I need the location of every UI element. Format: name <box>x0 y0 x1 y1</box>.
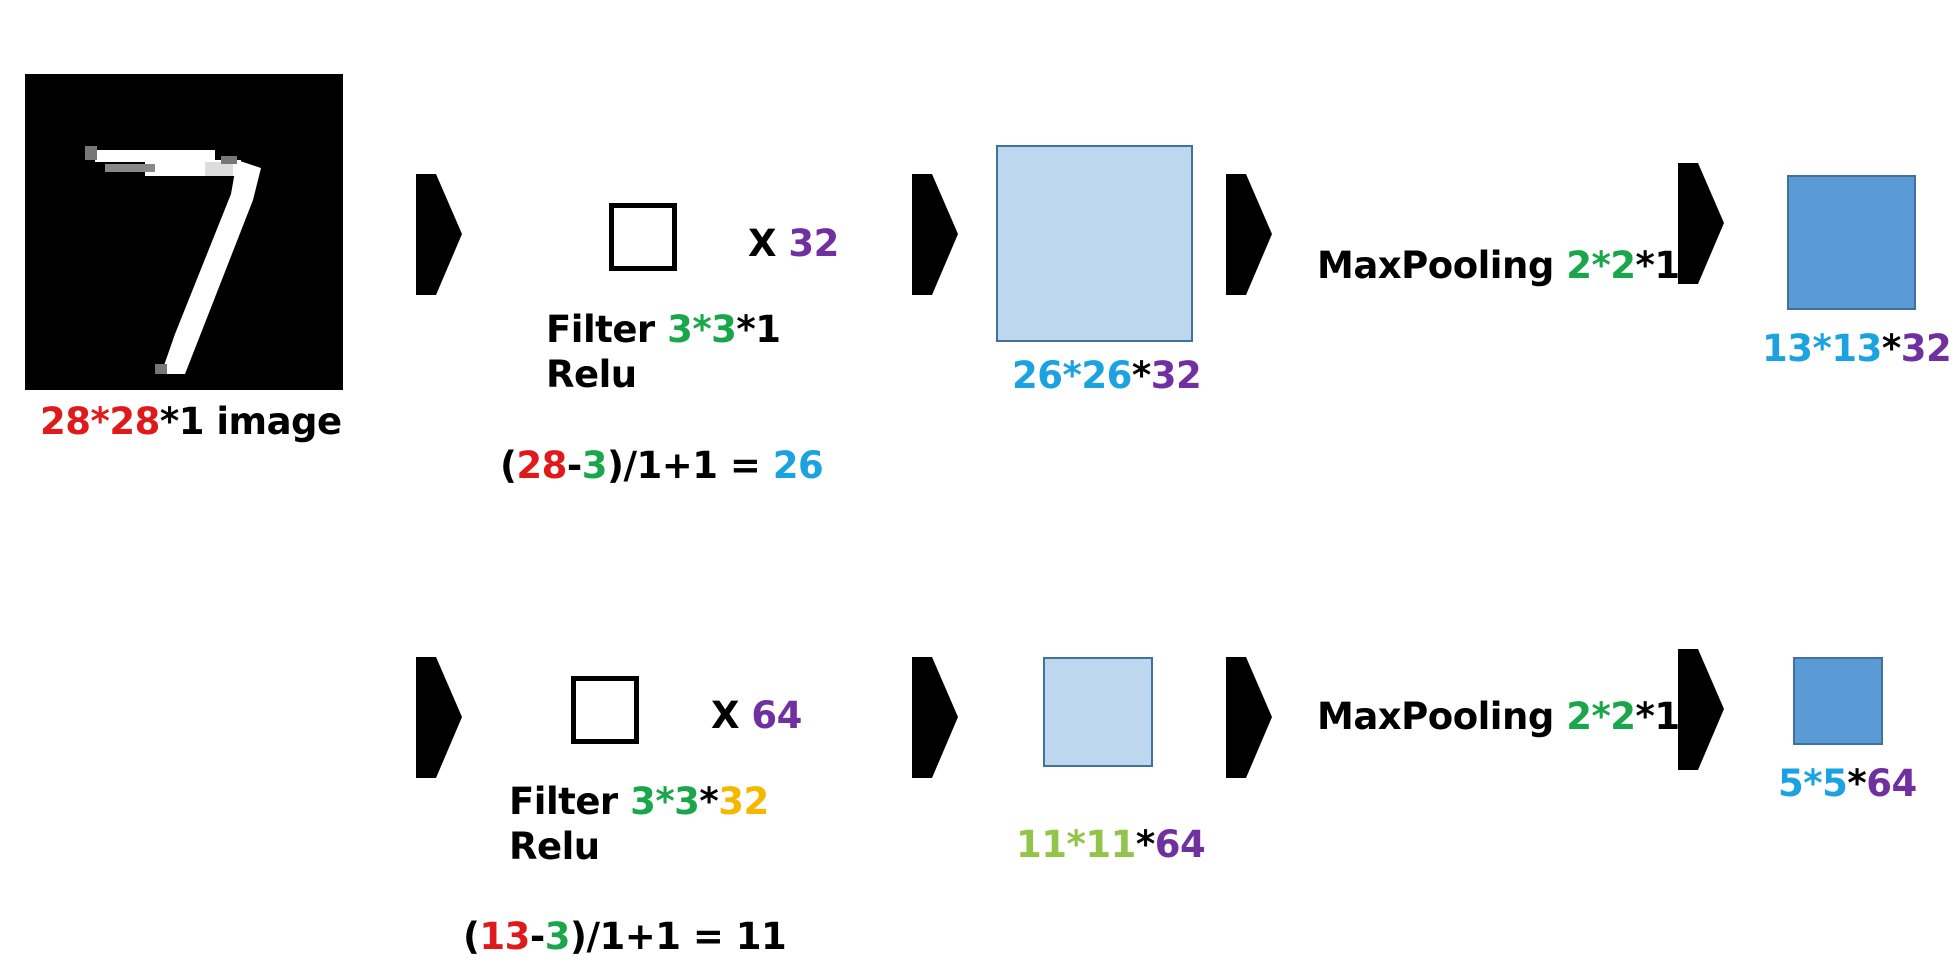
filter-count-x: X <box>748 222 789 265</box>
formula-open: ( <box>500 444 517 487</box>
formula-kernel: 3 <box>581 444 608 487</box>
pool-size-star: * <box>1591 244 1611 287</box>
conv-out-b: 11 <box>1085 823 1136 866</box>
formula-rest: )/1+1 = <box>607 444 773 487</box>
conv-out-star1: * <box>1066 823 1086 866</box>
filter-size-label: Filter 3*3*32 <box>509 783 769 820</box>
pool-word: MaxPooling <box>1317 695 1567 738</box>
pool-output-size: 13*13*32 <box>1762 327 1952 370</box>
conv-feature-map <box>1043 657 1153 767</box>
formula-input: 28 <box>516 444 567 487</box>
pool-output-size: 5*5*64 <box>1778 765 1917 802</box>
conv-feature-map <box>996 145 1193 342</box>
filter-size-a: 3 <box>630 780 656 823</box>
formula-input: 13 <box>479 915 530 958</box>
pool-size-b: 2 <box>1610 244 1636 287</box>
pool-size-b: 2 <box>1610 695 1636 738</box>
pool-out-star1: * <box>1803 762 1823 805</box>
formula-minus: - <box>566 444 582 487</box>
filter-word: Filter <box>546 308 668 351</box>
input-size-rest: *1 image <box>159 400 342 443</box>
formula-minus: - <box>529 915 545 958</box>
filter-count-n: 64 <box>751 694 802 737</box>
pool-out-star2: * <box>1881 327 1901 370</box>
conv-output-size: 11*11*64 <box>1016 823 1206 866</box>
pool-size-a: 2 <box>1566 695 1592 738</box>
input-size-a: 28 <box>40 400 91 443</box>
right-arrow-icon <box>1676 161 1726 286</box>
right-arrow-icon <box>910 655 960 780</box>
pool-word: MaxPooling <box>1317 244 1567 287</box>
formula-kernel: 3 <box>544 915 571 958</box>
activation-label: Relu <box>509 825 600 868</box>
filter-count-n: 32 <box>788 222 839 265</box>
pool-out-star2: * <box>1847 762 1867 805</box>
pool-size-rest: *1 <box>1635 695 1681 738</box>
input-size-star: * <box>90 400 110 443</box>
filter-size-b: 3 <box>711 308 737 351</box>
conv-out-star1: * <box>1062 354 1082 397</box>
conv-out-a: 26 <box>1012 354 1063 397</box>
input-size-b: 28 <box>109 400 160 443</box>
pool-feature-map <box>1793 657 1883 745</box>
filter-square-icon <box>609 203 677 271</box>
right-arrow-icon <box>1224 655 1274 780</box>
input-size-label: 28*28*1 image <box>40 403 342 440</box>
maxpooling-label: MaxPooling 2*2*1 <box>1317 698 1680 735</box>
right-arrow-icon <box>1676 647 1726 772</box>
conv-out-c: 64 <box>1154 823 1206 866</box>
right-arrow-icon <box>1224 172 1274 297</box>
pool-out-star1: * <box>1812 327 1832 370</box>
activation-label: Relu <box>546 353 637 396</box>
output-size-formula: (28-3)/1+1 = 26 <box>500 444 824 487</box>
conv-out-c: 32 <box>1150 354 1202 397</box>
formula-output: 26 <box>772 444 824 487</box>
conv-out-b: 26 <box>1081 354 1132 397</box>
pool-out-c: 64 <box>1866 762 1917 805</box>
filter-size-star1: * <box>655 780 675 823</box>
output-size-formula: (13-3)/1+1 = 11 <box>463 915 787 958</box>
pool-feature-map <box>1787 175 1916 310</box>
filter-square-icon <box>571 676 639 744</box>
pool-size-a: 2 <box>1566 244 1592 287</box>
filter-size-label: Filter 3*3*1 <box>546 311 781 348</box>
pool-out-a: 5 <box>1778 762 1804 805</box>
filter-count-label: X 32 <box>748 225 839 262</box>
maxpooling-label: MaxPooling 2*2*1 <box>1317 247 1680 284</box>
pool-out-b: 5 <box>1822 762 1848 805</box>
right-arrow-icon <box>910 172 960 297</box>
conv-out-star2: * <box>1131 354 1151 397</box>
right-arrow-icon <box>414 172 464 297</box>
digit-seven-image <box>25 74 343 390</box>
filter-size-c: 32 <box>718 780 769 823</box>
conv-output-size: 26*26*32 <box>1012 354 1202 397</box>
pool-out-c: 32 <box>1900 327 1952 370</box>
filter-size-rest: *1 <box>736 308 781 351</box>
pool-size-rest: *1 <box>1635 244 1681 287</box>
filter-count-label: X 64 <box>711 697 802 734</box>
filter-size-a: 3 <box>667 308 693 351</box>
filter-count-x: X <box>711 694 752 737</box>
filter-size-b: 3 <box>674 780 700 823</box>
conv-out-star2: * <box>1135 823 1155 866</box>
filter-size-star2: * <box>699 780 719 823</box>
pool-size-star: * <box>1591 695 1611 738</box>
right-arrow-icon <box>414 655 464 780</box>
formula-rest: )/1+1 = 11 <box>570 915 787 958</box>
filter-word: Filter <box>509 780 631 823</box>
filter-size-star: * <box>692 308 712 351</box>
pool-out-b: 13 <box>1831 327 1882 370</box>
formula-open: ( <box>463 915 480 958</box>
conv-out-a: 11 <box>1016 823 1067 866</box>
pool-out-a: 13 <box>1762 327 1813 370</box>
